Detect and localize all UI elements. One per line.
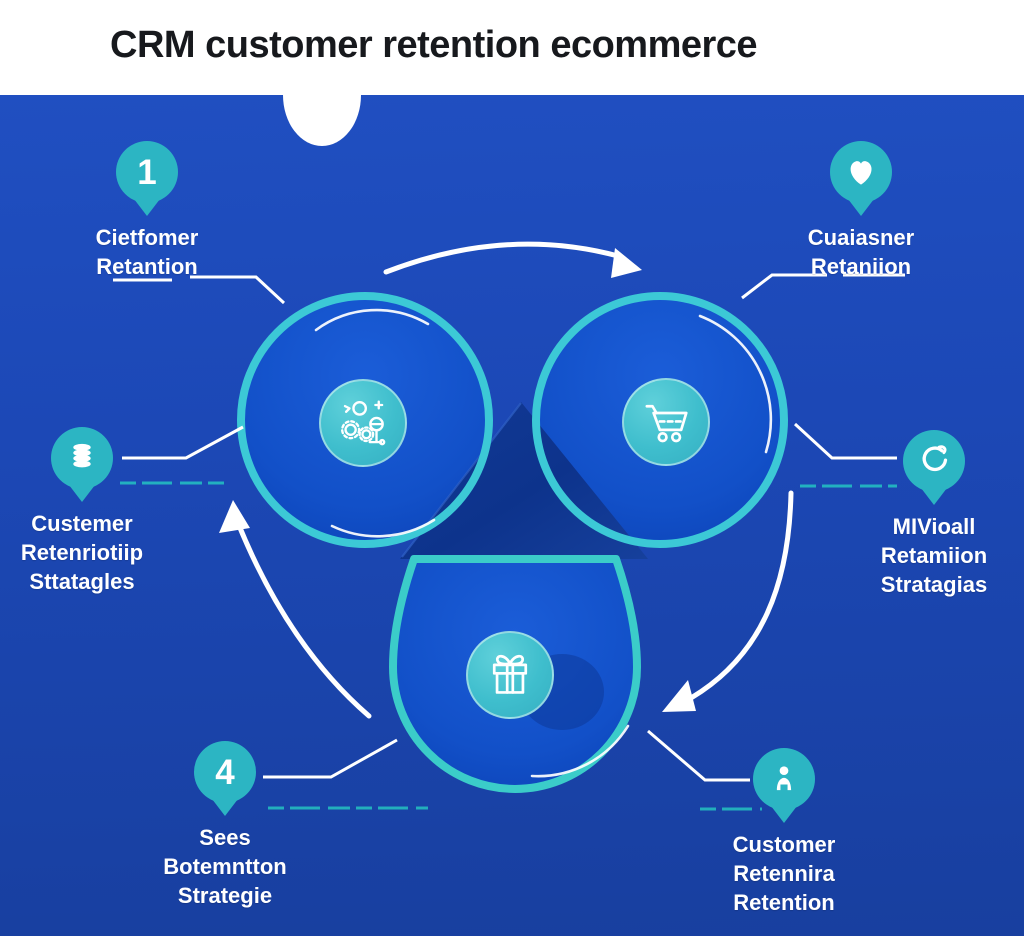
arrow-right-head (662, 680, 696, 712)
pin-number: 1 (137, 152, 157, 192)
connector-left (122, 425, 244, 460)
cycle-circle-right-ring (532, 292, 788, 548)
marker-top-right: Cuaiasner Retaniion (761, 141, 961, 281)
page-title: CRM customer retention ecommerce (110, 24, 758, 66)
cycle-circle-left-ring (237, 292, 493, 548)
marker-label-left: Custemer Retenriotiip Sttatagles (20, 511, 144, 594)
connector-right (793, 422, 897, 460)
connector-top-right (741, 273, 905, 300)
marker-top-left: 1 Cietfomer Retantion (47, 141, 247, 281)
marker-right: MIVioall Retamiion Stratagias (834, 430, 1024, 599)
marker-label-top-left: Cietfomer Retantion (95, 225, 199, 279)
arrow-top (383, 241, 621, 275)
arrow-left (235, 520, 372, 719)
header-bar: CRM customer retention ecommerce (0, 0, 1024, 95)
glitch-dash-lines (120, 481, 897, 811)
number-1-pin-icon: 1 (116, 141, 178, 203)
arrow-left-head (219, 500, 250, 533)
inner-highlight-arcs (314, 308, 773, 778)
marker-bottom-right: Customer Retennira Retention (684, 748, 884, 917)
team-settings-icon (319, 379, 407, 467)
connector-bottom-right (647, 729, 750, 782)
shopping-cart-icon (622, 378, 710, 466)
connector-top-left (113, 275, 286, 305)
gift-icon (466, 631, 554, 719)
connector-bottom-left (263, 738, 398, 779)
number-4-pin-icon: 4 (194, 741, 256, 803)
marker-bottom-left: 4 Sees Botemntton Strategie (125, 741, 325, 910)
heart-pin-icon (830, 141, 892, 203)
label-connectors (113, 273, 905, 782)
marker-label-right: MIVioall Retamiion Stratagias (880, 514, 988, 597)
pin-number: 4 (215, 752, 235, 792)
marker-label-bottom-right: Customer Retennira Retention (732, 832, 836, 915)
arrow-right (688, 490, 794, 701)
arrow-top-head (611, 248, 642, 278)
marker-label-bottom-left: Sees Botemntton Strategie (163, 825, 287, 908)
cycle-arrows (219, 241, 794, 719)
marker-label-top-right: Cuaiasner Retaniion (807, 225, 915, 279)
refresh-pin-icon (903, 430, 965, 492)
person-pin-icon (753, 748, 815, 810)
database-pin-icon (51, 427, 113, 489)
marker-left: Custemer Retenriotiip Sttatagles (0, 427, 182, 596)
